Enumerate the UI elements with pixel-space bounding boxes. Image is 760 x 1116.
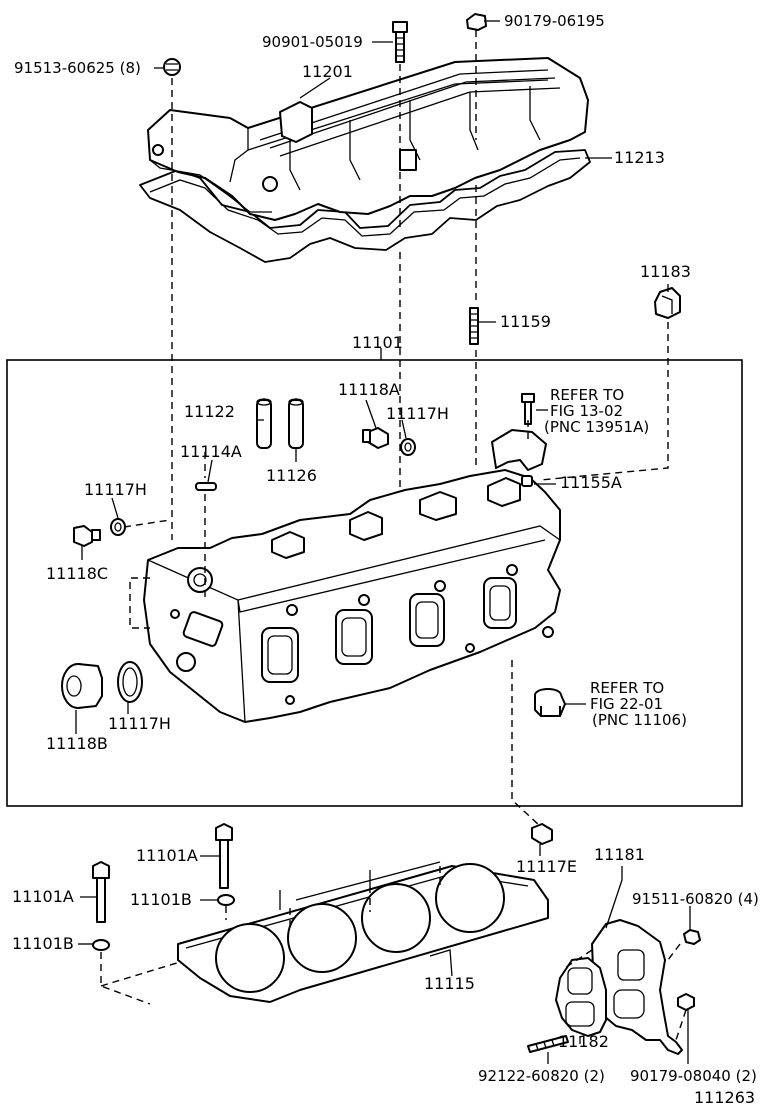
head-bolt-11101A-left [92, 861, 110, 923]
label-90901-05019: 90901-05019 [262, 33, 363, 51]
label-11117E: 11117E [516, 857, 578, 876]
bolt-90901-05019 [392, 21, 408, 63]
refer-note-13-02-line1: REFER TO [550, 386, 625, 404]
ring-11117H-left [110, 518, 126, 536]
plug-11118B [61, 663, 103, 709]
cylinder-head-group-frame [6, 359, 743, 807]
label-11101B-left: 11101B [12, 934, 74, 953]
cover-gasket [139, 149, 591, 263]
plug-11118C [73, 525, 101, 547]
label-11159: 11159 [500, 312, 551, 331]
figure-number: 111263 [694, 1088, 756, 1107]
label-90179-06195: 90179-06195 [504, 12, 605, 30]
valve-guide-11126 [288, 399, 304, 449]
plug-11118A [362, 427, 389, 449]
label-91511-60820: 91511-60820 (4) [632, 890, 759, 908]
label-11101A-left: 11101A [12, 887, 74, 906]
ring-11117H-top [400, 438, 416, 456]
refer-note-13-02-line3: (PNC 13951A) [544, 418, 650, 436]
label-90179-08040: 90179-08040 (2) [630, 1067, 757, 1085]
label-11122: 11122 [184, 402, 235, 421]
nut-90179-08040 [677, 993, 695, 1011]
valve-guide-11122 [256, 399, 272, 449]
part-refer-22-01 [534, 688, 566, 717]
pin-11114A [195, 482, 217, 491]
label-11118B: 11118B [46, 734, 108, 753]
oil-filler-cap [654, 287, 681, 319]
gasket-11182 [555, 957, 607, 1037]
nut-90179-06195 [466, 13, 487, 31]
label-11213: 11213 [614, 148, 665, 167]
refer-note-22-01-line1: REFER TO [590, 679, 665, 697]
label-11114A: 11114A [180, 442, 242, 461]
washer-11101B-left [92, 939, 110, 951]
refer-note-22-01-line2: FIG 22-01 [590, 695, 664, 713]
label-11101: 11101 [352, 333, 403, 352]
cylinder-head [143, 469, 561, 723]
label-11201: 11201 [302, 62, 353, 81]
label-91513-60625: 91513-60625 (8) [14, 59, 141, 77]
nut-91511-60820 [683, 929, 701, 945]
washer-11101B-right [217, 894, 235, 906]
label-11118C: 11118C [46, 564, 109, 583]
refer-note-13-02-line2: FIG 13-02 [550, 402, 624, 420]
label-11183: 11183 [640, 262, 691, 281]
bolt-refer-13-02 [521, 393, 535, 425]
cover-plate-11181 [591, 919, 683, 1055]
label-11126: 11126 [266, 466, 317, 485]
dowel-11155A [521, 475, 533, 487]
label-11182: 11182 [558, 1032, 609, 1051]
label-92122-60820: 92122-60820 (2) [478, 1067, 605, 1085]
label-11117H-bottom: 11117H [108, 714, 171, 733]
label-11101A-right: 11101A [136, 846, 198, 865]
ring-11117H-bottom [117, 661, 143, 703]
label-11115: 11115 [424, 974, 475, 993]
refer-note-22-01-line3: (PNC 11106) [592, 711, 687, 729]
grommet-91513-60625 [163, 58, 181, 76]
head-bolt-11101A-right [215, 823, 233, 889]
label-11155A: 11155A [560, 473, 622, 492]
head-gasket [177, 861, 549, 1003]
label-11181: 11181 [594, 845, 645, 864]
label-11117H-top: 11117H [386, 404, 449, 423]
camshaft-bearing-cap [491, 429, 547, 471]
plug-11117E [531, 823, 553, 845]
label-11117H-left: 11117H [84, 480, 147, 499]
label-11118A: 11118A [338, 380, 400, 399]
stud-92122-60820 [527, 1035, 569, 1053]
label-11101B-right: 11101B [130, 890, 192, 909]
